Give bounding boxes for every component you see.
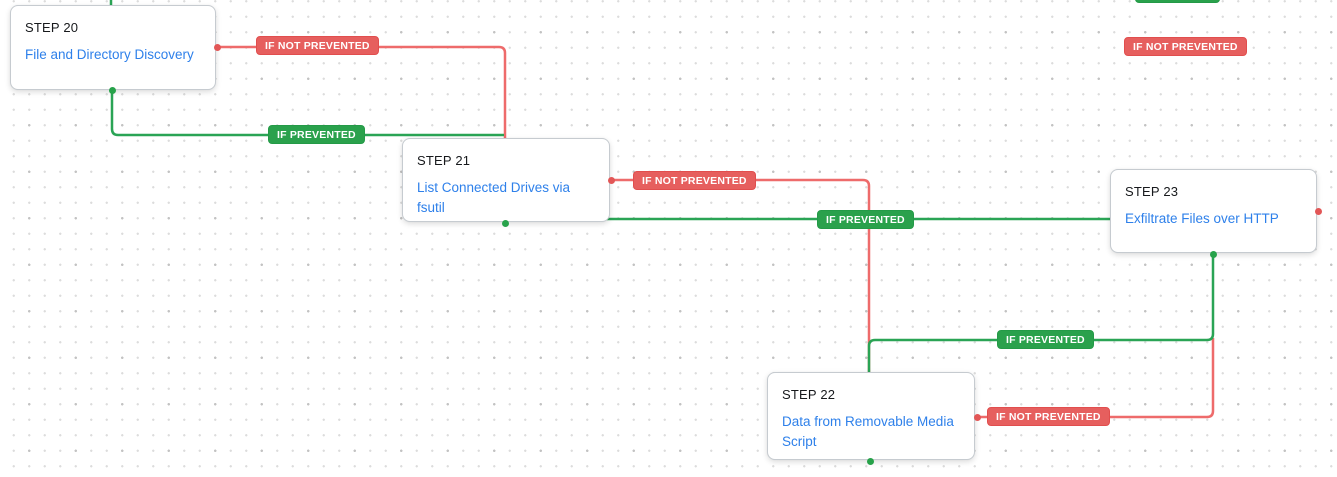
if-not-prevented-badge-floating[interactable]: IF NOT PREVENTED — [1124, 37, 1247, 56]
step-20-title: STEP 20 — [25, 20, 79, 35]
anchor-dot-step23-right[interactable] — [1314, 207, 1322, 215]
edge-step20-step21-if-prevented[interactable] — [110, 90, 504, 137]
step-23-title: STEP 23 — [1125, 184, 1179, 199]
step-23-action-link[interactable]: Exfiltrate Files over HTTP — [1125, 211, 1279, 226]
step-card-21[interactable]: STEP 21 List Connected Drives via fsutil — [402, 138, 610, 222]
anchor-dot-step21-bottom[interactable] — [501, 219, 509, 227]
edge-step22-step23-if-not-prevented[interactable] — [977, 338, 1215, 419]
if-prevented-badge-step20[interactable]: IF PREVENTED — [268, 125, 365, 144]
if-prevented-badge-cutoff[interactable] — [1135, 0, 1220, 3]
anchor-dot-step20-bottom[interactable] — [108, 86, 116, 94]
if-prevented-badge-step21[interactable]: IF PREVENTED — [817, 210, 914, 229]
step-card-22[interactable]: STEP 22 Data from Removable Media Script — [767, 372, 975, 460]
edge-step21-step22-if-not-prevented[interactable] — [611, 178, 871, 373]
if-prevented-badge-step23[interactable]: IF PREVENTED — [997, 330, 1094, 349]
if-not-prevented-badge-step21[interactable]: IF NOT PREVENTED — [633, 171, 756, 190]
step-22-title: STEP 22 — [782, 387, 836, 402]
step-card-20[interactable]: STEP 20 File and Directory Discovery — [10, 5, 216, 90]
edge-step20-step21-if-not-prevented[interactable] — [217, 45, 507, 139]
step-21-action-link[interactable]: List Connected Drives via fsutil — [417, 180, 571, 215]
edge-step23-step22-if-prevented[interactable] — [867, 254, 1215, 373]
if-not-prevented-badge-step20[interactable]: IF NOT PREVENTED — [256, 36, 379, 55]
step-20-action-link[interactable]: File and Directory Discovery — [25, 47, 194, 62]
anchor-dot-step23-bottom[interactable] — [1209, 250, 1217, 258]
if-not-prevented-badge-step22[interactable]: IF NOT PREVENTED — [987, 407, 1110, 426]
anchor-dot-step20-right[interactable] — [213, 43, 221, 51]
anchor-dot-step22-right[interactable] — [973, 413, 981, 421]
step-21-title: STEP 21 — [417, 153, 471, 168]
step-card-23[interactable]: STEP 23 Exfiltrate Files over HTTP — [1110, 169, 1317, 253]
step-22-action-link[interactable]: Data from Removable Media Script — [782, 414, 954, 449]
anchor-dot-step22-bottom[interactable] — [866, 457, 874, 465]
anchor-dot-step21-right[interactable] — [607, 176, 615, 184]
